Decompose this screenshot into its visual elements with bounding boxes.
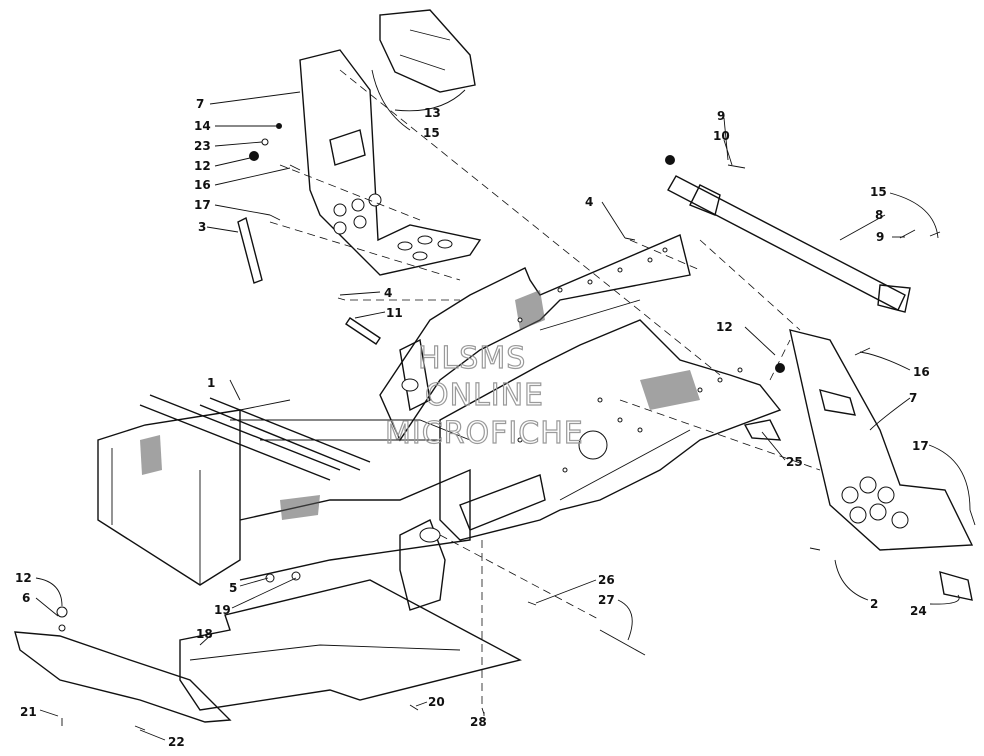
callout-13: 13: [424, 106, 441, 120]
leader-lines: [35, 69, 971, 741]
callout-14: 14: [194, 119, 211, 133]
strap-11: [345, 317, 381, 345]
front-skid-guard: [14, 631, 232, 723]
callout-6: 6: [22, 591, 30, 605]
callout-1: 1: [207, 376, 215, 390]
callout-20: 20: [428, 695, 445, 709]
rod-3: [237, 216, 263, 284]
watermark-line-2: ONLINE: [425, 378, 544, 413]
callout-5: 5: [229, 581, 237, 595]
callout-12-left: 12: [194, 159, 211, 173]
steering-post-8: [665, 155, 941, 313]
callout-4-top: 4: [585, 195, 593, 209]
callout-7-right: 7: [909, 391, 917, 405]
callout-16-right: 16: [913, 365, 930, 379]
fasteners: [56, 123, 976, 731]
callout-28: 28: [470, 715, 487, 729]
watermark-line-1: HLSMS: [418, 341, 526, 376]
callout-25: 25: [786, 455, 803, 469]
callout-17-left: 17: [194, 198, 211, 212]
plate-24: [939, 571, 973, 601]
callout-2: 2: [870, 597, 878, 611]
callout-12-bottom: 12: [15, 571, 32, 585]
bracket-13: [379, 9, 476, 93]
callout-3: 3: [198, 220, 206, 234]
steering-support-right: [743, 329, 974, 551]
callout-15-left: 15: [423, 126, 440, 140]
frame-assembly: [97, 234, 782, 611]
callout-10: 10: [713, 129, 730, 143]
callout-11: 11: [386, 306, 403, 320]
callout-18: 18: [196, 627, 213, 641]
callout-9-top: 9: [717, 109, 725, 123]
steering-support-left: [299, 49, 482, 276]
callout-12-right: 12: [716, 320, 733, 334]
bellypan-18: [179, 579, 522, 711]
callout-15-right: 15: [870, 185, 887, 199]
watermark: HLSMS ONLINE MICROFICHE: [384, 340, 584, 451]
callout-9-right: 9: [876, 230, 884, 244]
callout-8: 8: [875, 208, 883, 222]
callout-21: 21: [20, 705, 37, 719]
callout-19: 19: [214, 603, 231, 617]
callout-7-left: 7: [196, 97, 204, 111]
callout-4-mid: 4: [384, 286, 392, 300]
assembly-lines: [269, 69, 821, 705]
watermark-line-3: MICROFICHE: [385, 416, 584, 451]
callout-23: 23: [194, 139, 211, 153]
callout-24: 24: [910, 604, 927, 618]
cable-27: [599, 629, 646, 656]
callout-labels: 7 14 23 12 16 17 3 13 15 9 10 4 15 8 9 4…: [15, 97, 930, 749]
frame-rivet-holes: [517, 247, 743, 473]
callout-16-left: 16: [194, 178, 211, 192]
callout-27: 27: [598, 593, 615, 607]
callout-22: 22: [168, 735, 185, 749]
callout-17-right: 17: [912, 439, 929, 453]
callout-26: 26: [598, 573, 615, 587]
